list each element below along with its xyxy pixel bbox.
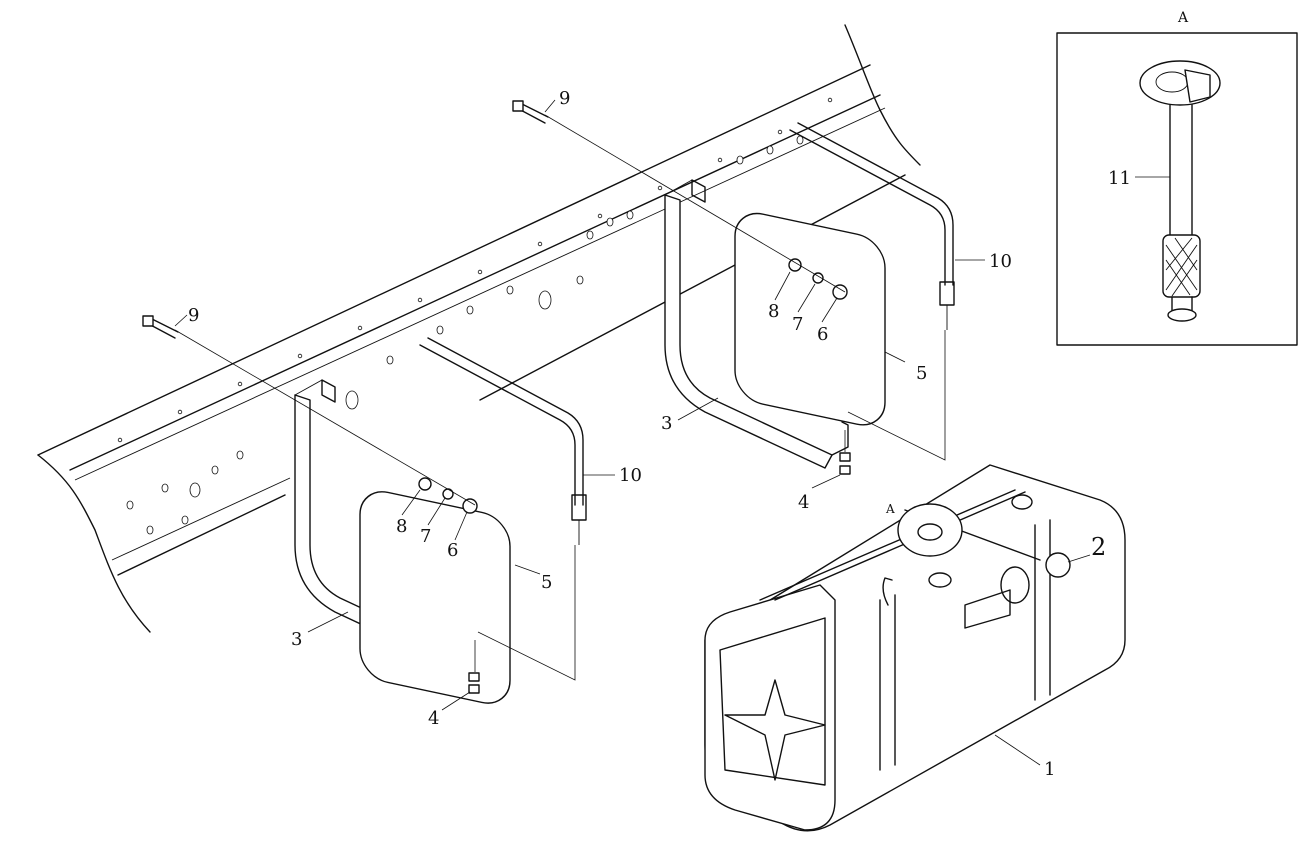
callout-2: 2 [1091, 533, 1106, 561]
left-bracket-assembly [142, 315, 587, 704]
callout-9-right: 9 [559, 88, 570, 109]
callout-leaders [174, 99, 1170, 766]
callout-7-left: 7 [420, 526, 431, 547]
chassis-frame-rail [37, 24, 921, 633]
callout-4-right: 4 [798, 492, 809, 513]
detail-view-a [1056, 32, 1298, 346]
callout-5-left: 5 [541, 572, 552, 593]
callout-labels: A A 11 10 10 9 9 8 7 6 8 7 6 5 5 3 3 4 4… [188, 10, 1189, 780]
fuel-tank [704, 464, 1126, 832]
callout-9-left: 9 [188, 305, 199, 326]
callout-detail-a-title: A [1177, 10, 1189, 26]
callout-8-right: 8 [768, 301, 779, 322]
callout-6-left: 6 [447, 540, 458, 561]
callout-detail-a-marker: A [885, 502, 895, 516]
callout-11: 11 [1108, 168, 1131, 189]
callout-5-right: 5 [916, 363, 927, 384]
callout-3-left: 3 [291, 629, 302, 650]
callout-1: 1 [1044, 759, 1055, 780]
callout-10-left: 10 [619, 465, 642, 486]
callout-3-right: 3 [661, 413, 672, 434]
callout-7-right: 7 [792, 314, 803, 335]
right-bracket-assembly [512, 100, 955, 475]
callout-4-left: 4 [428, 708, 439, 729]
callout-10-right: 10 [989, 251, 1012, 272]
callout-8-left: 8 [396, 516, 407, 537]
callout-6-right: 6 [817, 324, 828, 345]
frame-holes [117, 97, 833, 535]
